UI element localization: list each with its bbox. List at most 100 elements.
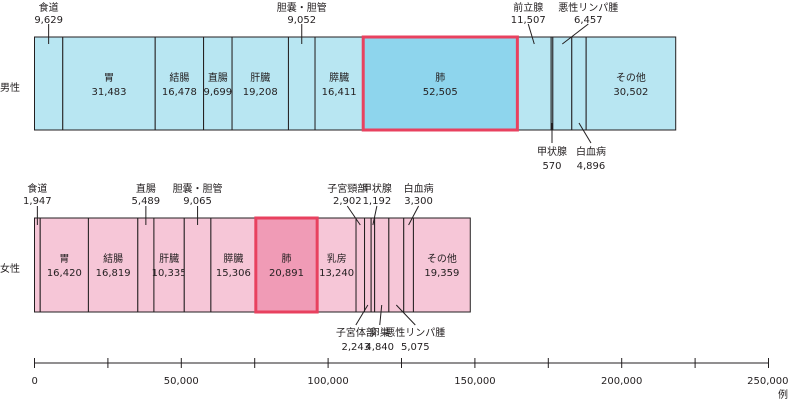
bar-segment-1-0	[34, 217, 41, 313]
segment-label-0-8: 前立腺	[513, 1, 543, 14]
segment-label-0-0: 食道	[39, 1, 59, 14]
x-tick-label-4: 200,000	[601, 376, 642, 387]
bar-segment-1-2	[87, 217, 139, 313]
segment-value-0-9: 570	[542, 161, 561, 172]
bar-segment-1-8	[316, 217, 357, 313]
segment-value-1-2: 16,819	[96, 268, 131, 279]
segment-value-0-10: 6,457	[574, 15, 603, 26]
highlight-outline-0-0	[361, 35, 519, 132]
bar-segment-1-6	[210, 217, 257, 313]
segment-value-0-8: 11,507	[511, 15, 546, 26]
bar-segment-1-7	[255, 217, 318, 313]
segment-value-1-10: 2,243	[342, 342, 371, 353]
segment-value-1-3: 5,489	[132, 196, 161, 207]
segment-label-0-1: 胃	[104, 72, 114, 84]
segment-value-0-11: 4,896	[577, 161, 606, 172]
segment-label-0-5: 胆嚢・胆管	[277, 1, 327, 14]
segment-value-1-9: 2,902	[333, 196, 362, 207]
segment-label-1-0: 食道	[27, 182, 47, 195]
segment-value-0-1: 31,483	[91, 87, 126, 98]
segment-value-0-3: 9,699	[204, 87, 233, 98]
series-label-1: 女性	[0, 262, 20, 275]
bar-segment-1-15	[412, 217, 471, 313]
segment-value-1-4: 10,335	[152, 268, 187, 279]
segment-value-0-4: 19,208	[243, 87, 278, 98]
leader-line-1-12	[379, 304, 383, 326]
segment-value-1-7: 20,891	[269, 268, 304, 279]
segment-value-1-8: 13,240	[319, 268, 354, 279]
bar-segment-1-3	[137, 217, 155, 313]
segment-label-1-14: 白血病	[404, 182, 434, 195]
bar-segment-0-1	[62, 36, 156, 131]
segment-value-1-13: 5,075	[401, 342, 430, 353]
segment-value-1-0: 1,947	[23, 196, 52, 207]
highlight-outline-1-0	[254, 216, 319, 314]
segment-label-0-7: 肺	[435, 72, 445, 84]
x-tick-label-1: 50,000	[164, 376, 199, 387]
segment-value-0-12: 30,502	[613, 87, 648, 98]
segment-label-1-8: 乳房	[327, 252, 347, 265]
bar-segment-1-5	[183, 217, 212, 313]
leader-line-0-11	[578, 122, 592, 144]
segment-label-1-7: 肺	[281, 253, 291, 265]
bar-segment-1-4	[153, 217, 185, 313]
bar-segment-1-13	[388, 217, 405, 313]
segment-label-1-12: 卵巣	[370, 326, 390, 339]
segment-label-1-4: 肝臓	[159, 253, 179, 265]
segment-label-0-6: 膵臓	[329, 72, 349, 84]
bar-segment-0-10	[552, 36, 573, 131]
segment-value-0-0: 9,629	[34, 15, 63, 26]
segment-label-1-5: 胆嚢・胆管	[173, 182, 223, 195]
segment-label-1-2: 結腸	[103, 252, 123, 265]
leader-line-1-9	[346, 205, 361, 226]
segment-label-1-13: 悪性リンパ腫	[385, 326, 445, 339]
segment-label-0-9: 甲状腺	[537, 145, 567, 158]
segment-label-0-2: 結腸	[169, 71, 189, 84]
bar-segment-1-10	[364, 217, 372, 313]
segment-label-1-11: 甲状腺	[362, 182, 392, 195]
bar-segment-0-2	[154, 36, 205, 131]
segment-value-1-11: 1,192	[363, 196, 392, 207]
segment-label-1-6: 膵臓	[223, 253, 243, 265]
bar-segment-1-9	[355, 217, 366, 313]
segment-value-1-5: 9,065	[183, 196, 212, 207]
segment-value-1-12: 4,840	[365, 342, 394, 353]
bar-segment-0-6	[314, 36, 364, 131]
segment-label-1-15: その他	[427, 252, 457, 265]
leader-line-0-10	[562, 23, 589, 45]
segment-label-1-3: 直腸	[136, 182, 156, 195]
segment-value-0-2: 16,478	[162, 87, 197, 98]
leader-line-1-14	[408, 205, 420, 226]
segment-label-1-10: 子宮体部	[336, 326, 376, 339]
leader-line-1-10	[355, 304, 369, 326]
segment-value-1-14: 3,300	[404, 196, 433, 207]
bar-segment-0-12	[585, 36, 677, 131]
bar-segment-0-8	[516, 36, 552, 131]
x-axis-unit-label: 例	[778, 388, 788, 400]
bar-segment-1-12	[374, 217, 390, 313]
x-tick-label-5: 250,000	[747, 376, 788, 387]
segment-label-1-1: 胃	[59, 253, 69, 265]
segment-label-0-12: その他	[616, 71, 646, 84]
leader-line-1-13	[395, 304, 416, 326]
bar-segment-1-11	[370, 217, 376, 313]
segment-label-1-9: 子宮頸部	[327, 182, 367, 195]
bar-segment-0-4	[231, 36, 289, 131]
series-label-0: 男性	[0, 81, 20, 94]
segment-value-0-5: 9,052	[287, 15, 316, 26]
bar-segment-0-0	[34, 36, 64, 131]
bar-segment-1-14	[403, 217, 414, 313]
segment-value-0-7: 52,505	[423, 87, 458, 98]
leader-line-1-11	[372, 205, 378, 226]
bar-segment-1-1	[39, 217, 89, 313]
segment-label-0-3: 直腸	[208, 71, 228, 84]
segment-value-1-15: 19,359	[424, 268, 459, 279]
x-tick-label-3: 150,000	[454, 376, 495, 387]
segment-value-1-1: 16,420	[47, 268, 82, 279]
segment-label-0-10: 悪性リンパ腫	[558, 1, 618, 14]
x-tick-label-0: 0	[32, 376, 38, 387]
leader-line-0-8	[527, 23, 535, 45]
segment-label-0-4: 肝臓	[250, 72, 270, 84]
